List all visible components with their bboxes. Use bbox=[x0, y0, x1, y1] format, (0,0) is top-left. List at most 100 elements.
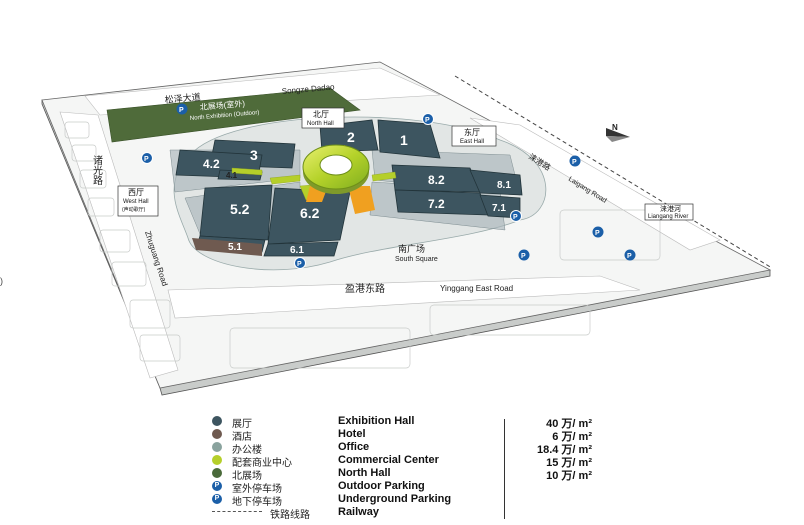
railway-line bbox=[454, 75, 773, 269]
label-hall-5-1: 5.1 bbox=[228, 242, 242, 253]
compass-north-label: N bbox=[612, 123, 618, 132]
svg-text:P: P bbox=[179, 107, 184, 114]
legend-area-value: 15 万/ m² bbox=[546, 457, 592, 469]
north-hall-en: North Hall bbox=[307, 121, 334, 127]
east-hall-box bbox=[451, 125, 497, 147]
svg-text:P: P bbox=[572, 159, 577, 166]
east-hall-cn: 东厅 bbox=[464, 127, 480, 137]
river-cn: 涞港河 bbox=[660, 204, 681, 213]
road-west-cn: 诸光路 bbox=[91, 155, 103, 186]
river-box bbox=[644, 203, 694, 221]
legend-label-en: Commercial Center bbox=[338, 454, 439, 466]
parking-marker: P bbox=[510, 210, 522, 222]
svg-text:P: P bbox=[425, 117, 430, 124]
legend-row: 办公楼 Office 18.4 万/ m² bbox=[212, 441, 612, 456]
legend-label-en: Hotel bbox=[338, 428, 366, 440]
hotel-block bbox=[192, 238, 262, 256]
road-south bbox=[167, 275, 641, 319]
legend-row: 酒店 Hotel 6 万/ m² bbox=[212, 428, 612, 443]
label-hall-4-2: 4.2 bbox=[203, 157, 220, 171]
legend-label-cn: 北展场 bbox=[232, 471, 262, 482]
hall-5-2 bbox=[199, 184, 273, 241]
legend-label-en: Outdoor Parking bbox=[338, 480, 425, 492]
legend-color-dot-icon bbox=[212, 455, 222, 465]
label-hall-8-2: 8.2 bbox=[428, 173, 445, 187]
south-square-cn: 南广场 bbox=[398, 243, 425, 254]
label-hall-4-1: 4.1 bbox=[226, 171, 238, 180]
legend-label-cn: 配套商业中心 bbox=[232, 458, 292, 469]
parking-icon: P bbox=[212, 481, 222, 491]
east-hall-en: East Hall bbox=[460, 139, 484, 145]
city-blocks bbox=[64, 121, 661, 369]
hall-labels: 3 4.2 4.1 2 1 8.2 8.1 7.2 7.1 5.2 5.1 6.… bbox=[203, 129, 511, 256]
parking-marker: P bbox=[294, 257, 306, 269]
west-hall-cn: 西厅 bbox=[128, 188, 144, 197]
label-hall-1: 1 bbox=[400, 132, 408, 148]
legend-area-value: 6 万/ m² bbox=[552, 431, 592, 443]
road-south-en: Yinggang East Road bbox=[440, 284, 513, 293]
legend-label-en: Railway bbox=[338, 506, 379, 518]
road-north-cn: 松泽大道 bbox=[164, 91, 201, 105]
legend-area-value: 10 万/ m² bbox=[546, 470, 592, 482]
svg-text:P: P bbox=[297, 261, 302, 268]
label-hall-8-1: 8.1 bbox=[497, 180, 511, 191]
label-hall-6-1: 6.1 bbox=[290, 245, 304, 256]
legend-color-dot-icon bbox=[212, 468, 222, 478]
parking-marker: P bbox=[569, 155, 581, 167]
legend-label-en: North Hall bbox=[338, 467, 391, 479]
north-exhibition-cn: 北展场(室外) bbox=[199, 98, 245, 112]
svg-text:P: P bbox=[627, 253, 632, 260]
legend-label-cn: 酒店 bbox=[232, 432, 252, 443]
parking-markers: P P P P P P P P bbox=[141, 103, 636, 269]
central-ring-hole bbox=[319, 154, 353, 176]
parking-marker: P bbox=[518, 249, 530, 261]
legend-row: P 地下停车场 Underground Parking bbox=[212, 493, 612, 508]
expo-site-map: 3 4.2 4.1 2 1 8.2 8.1 7.2 7.1 5.2 5.1 6.… bbox=[41, 61, 773, 396]
compass-icon: N bbox=[606, 123, 630, 142]
west-hall-sub: (声动歌厅) bbox=[122, 206, 146, 213]
legend-label-cn: 办公楼 bbox=[232, 445, 262, 456]
legend-label-cn: 地下停车场 bbox=[232, 497, 282, 508]
north-exhibition-field bbox=[106, 87, 361, 143]
legend-label-cn: 铁路线路 bbox=[270, 510, 310, 521]
railway-dash-icon bbox=[212, 511, 262, 512]
parking-marker: P bbox=[176, 103, 188, 115]
legend-label-cn: 室外停车场 bbox=[232, 484, 282, 495]
parking-marker: P bbox=[141, 152, 153, 164]
legend-row: 配套商业中心 Commercial Center 15 万/ m² bbox=[212, 454, 612, 469]
svg-text:P: P bbox=[513, 214, 518, 221]
legend-label-cn: 展厅 bbox=[232, 419, 252, 430]
parking-marker: P bbox=[422, 113, 434, 125]
svg-text:P: P bbox=[144, 156, 149, 163]
legend-label-en: Office bbox=[338, 441, 370, 453]
legend-row: P 室外停车场 Outdoor Parking bbox=[212, 480, 612, 495]
road-south-cn: 盈港东路 bbox=[345, 282, 385, 295]
label-hall-2: 2 bbox=[347, 129, 355, 145]
label-hall-6-2: 6.2 bbox=[300, 205, 320, 221]
legend-label-en: Underground Parking bbox=[338, 493, 452, 505]
label-hall-5-2: 5.2 bbox=[230, 201, 250, 217]
legend-divider bbox=[504, 419, 505, 519]
hall-8-1 bbox=[469, 169, 523, 196]
legend-row: 北展场 North Hall 10 万/ m² bbox=[212, 467, 612, 482]
legend-area-value: 40 万/ m² bbox=[546, 418, 592, 430]
svg-text:P: P bbox=[521, 253, 526, 260]
legend-area-value: 18.4 万/ m² bbox=[536, 444, 592, 456]
page-edge-mark: ) bbox=[0, 276, 3, 286]
legend-row: 铁路线路 Railway bbox=[212, 506, 612, 521]
legend-color-dot-icon bbox=[212, 429, 222, 439]
legend-color-dot-icon bbox=[212, 416, 222, 426]
west-hall-en: West Hall bbox=[123, 199, 149, 205]
south-square-en: South Square bbox=[395, 256, 438, 263]
legend-color-dot-icon bbox=[212, 442, 222, 452]
hall-6-1 bbox=[263, 241, 339, 257]
parking-icon: P bbox=[212, 494, 222, 504]
north-hall-box bbox=[301, 107, 345, 129]
label-hall-7-1: 7.1 bbox=[492, 203, 506, 214]
hall-callouts: 北厅 North Hall 东厅 East Hall 西厅 West Hall … bbox=[117, 107, 694, 221]
north-hall-cn: 北厅 bbox=[313, 110, 329, 119]
label-hall-3: 3 bbox=[250, 147, 258, 163]
west-hall-box bbox=[117, 185, 159, 217]
